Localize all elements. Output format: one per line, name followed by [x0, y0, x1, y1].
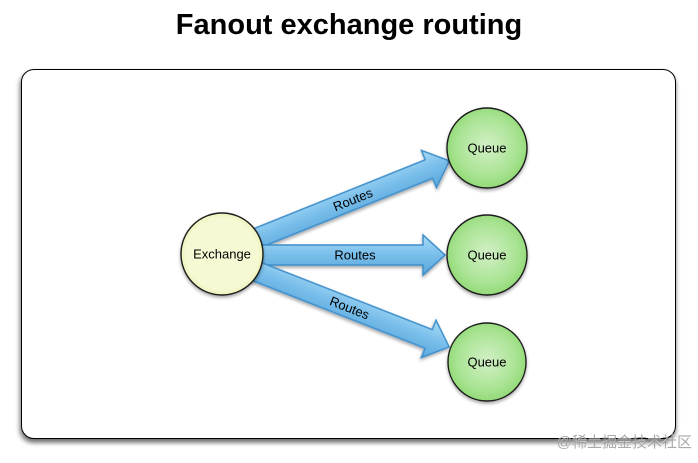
arrow-shape	[230, 149, 451, 258]
queue-node-bottom: Queue	[447, 322, 527, 402]
arrow-shape	[230, 252, 451, 359]
queue-circle	[447, 322, 527, 402]
exchange-circle	[180, 212, 264, 296]
page-title: Fanout exchange routing	[175, 9, 523, 41]
queue-label: Queue	[467, 141, 506, 156]
route-arrow-top: Routes	[230, 149, 451, 258]
queue-circle	[446, 107, 528, 189]
watermark: @稀土掘金技术社区	[556, 434, 692, 451]
queue-label: Queue	[467, 355, 506, 370]
queue-node-middle: Queue	[446, 214, 528, 296]
exchange-label: Exchange	[193, 247, 251, 262]
queue-label: Queue	[467, 248, 506, 263]
route-label: Routes	[334, 248, 376, 263]
queue-circle	[446, 214, 528, 296]
exchange-node: Exchange	[180, 212, 264, 296]
route-arrow-bottom: Routes	[230, 252, 451, 359]
queue-node-top: Queue	[446, 107, 528, 189]
